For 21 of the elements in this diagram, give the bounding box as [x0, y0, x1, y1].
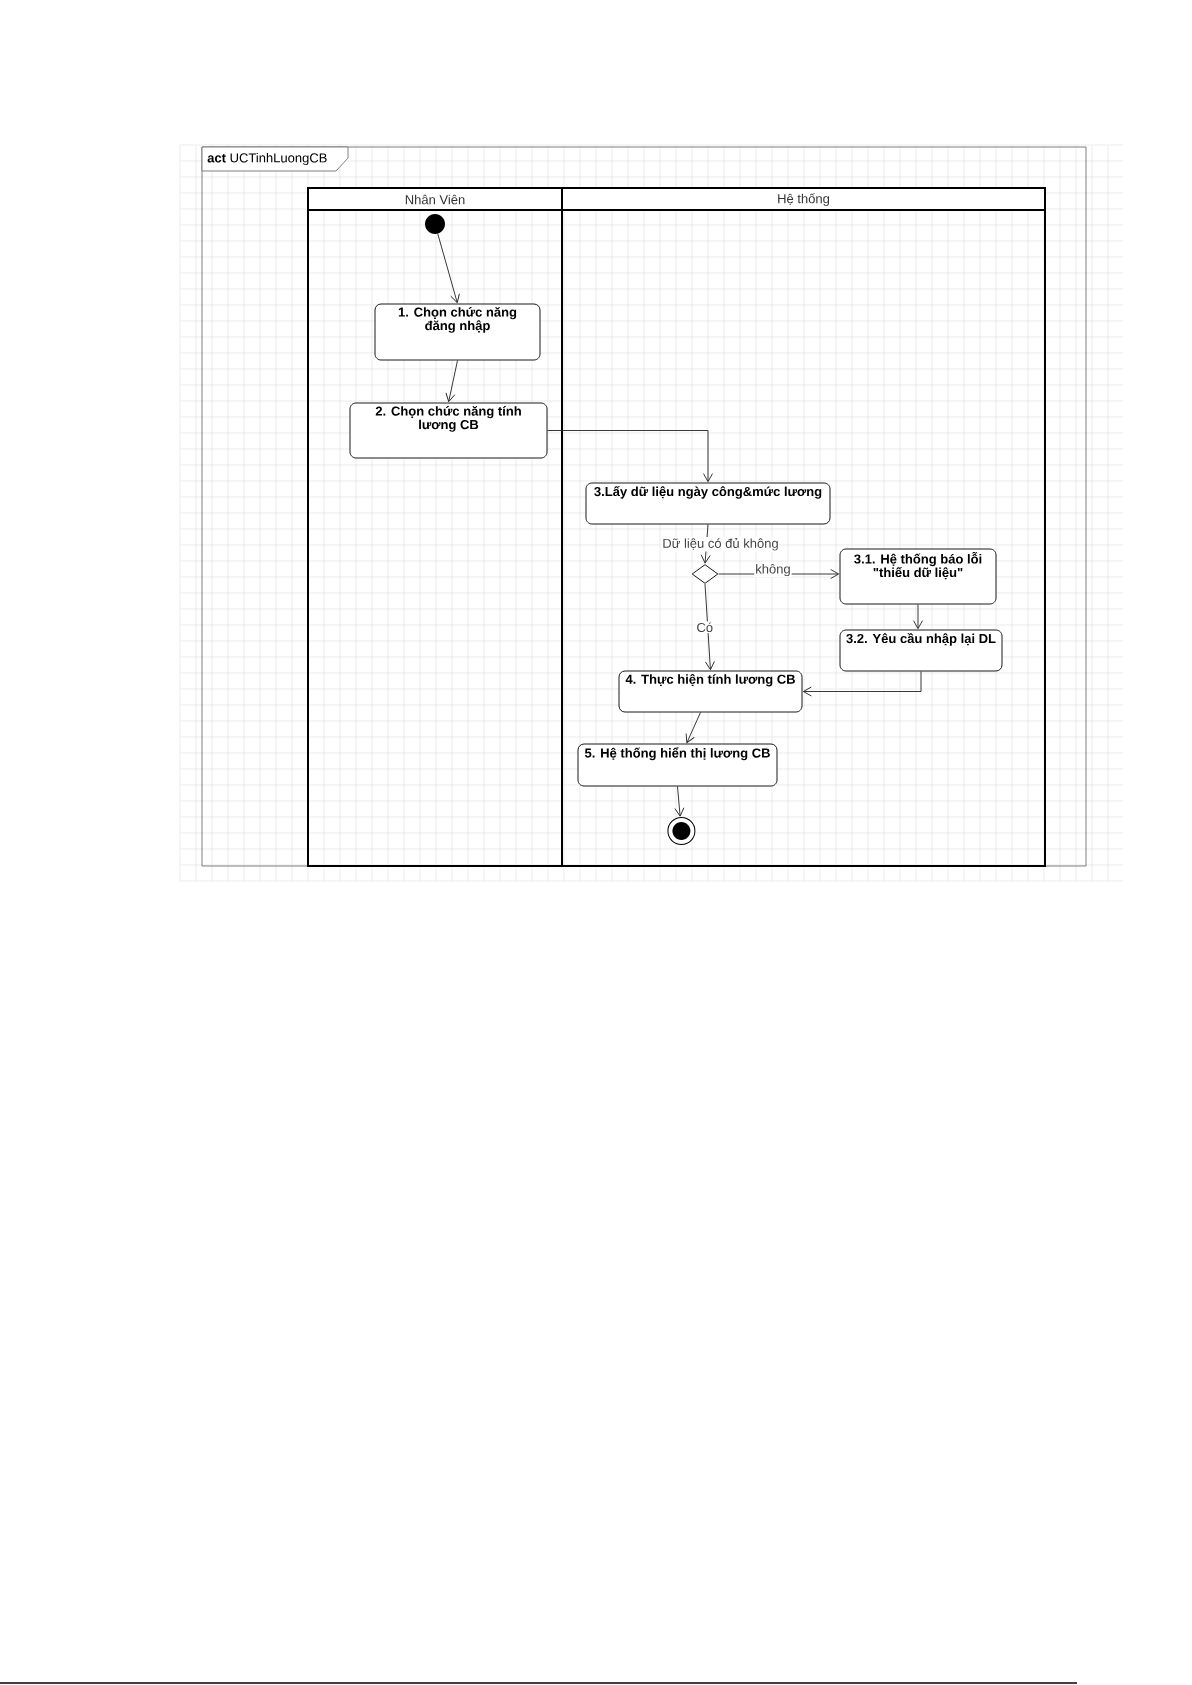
arrow [802, 671, 922, 697]
action-box: 5. Hệ thống hiển thị lương CB [577, 743, 778, 787]
arrow [437, 233, 460, 304]
arrow [913, 604, 923, 630]
action-box: 4. Thực hiện tính lương CB [618, 670, 803, 713]
action-box: 3.Lấy dữ liệu ngày công&mức lương [585, 482, 831, 525]
arrow [445, 360, 458, 403]
action-box: 3.1. Hệ thống báo lỗi "thiếu dữ liệu" [839, 548, 997, 605]
edge-label: Có [695, 621, 715, 634]
action-box: 1. Chọn chức năng đăng nhập [374, 303, 541, 361]
arrow [685, 712, 701, 744]
action-box: 2. Chọn chức năng tính lương CB [349, 402, 548, 459]
edge-label: Dữ liệu có đủ không [661, 537, 780, 552]
arrow [547, 430, 713, 483]
arrow [704, 583, 715, 671]
edge-label: không [754, 562, 792, 578]
start-circle [425, 214, 445, 234]
arrow [674, 786, 685, 817]
action-box: 3.2. Yêu cầu nhập lại DL [839, 629, 1003, 672]
end-circle [667, 817, 696, 845]
decision-diamond [691, 564, 719, 584]
